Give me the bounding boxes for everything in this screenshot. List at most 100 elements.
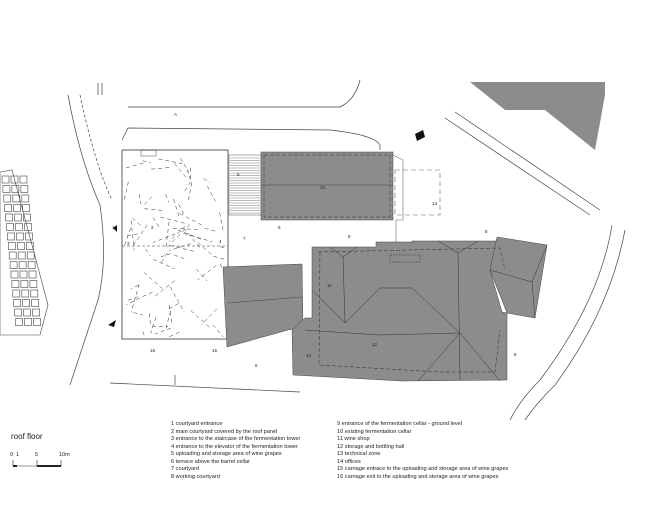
legend-item: 14 offices bbox=[337, 458, 361, 465]
plan-label: 2 bbox=[151, 225, 154, 230]
roof-panel-stroke bbox=[168, 243, 191, 251]
legend-item: 8 working courtyard bbox=[171, 473, 220, 480]
roof-panel-stroke bbox=[123, 228, 131, 248]
housing-unit bbox=[27, 261, 36, 269]
roof-panel-stroke bbox=[130, 220, 135, 251]
housing-unit bbox=[11, 280, 20, 288]
roof-panel-stroke bbox=[154, 327, 172, 335]
entrance-marker-2 bbox=[108, 320, 116, 327]
housing-unit bbox=[13, 204, 21, 212]
roof-panel-stroke bbox=[125, 296, 139, 302]
housing-unit bbox=[12, 289, 21, 298]
housing-unit bbox=[16, 232, 24, 241]
roof-panel-stroke bbox=[152, 280, 175, 299]
housing-unit bbox=[28, 270, 37, 279]
legend-item: 7 courtyard bbox=[171, 466, 199, 472]
housing-unit bbox=[10, 175, 19, 184]
legend-item: 15 carriage entrace to the uploading and… bbox=[337, 466, 509, 472]
roof-panel-stroke bbox=[144, 208, 166, 211]
roof-panel-stroke bbox=[170, 286, 185, 312]
plan-label: 6 bbox=[255, 363, 258, 368]
housing-unit bbox=[7, 232, 15, 241]
housing-unit bbox=[8, 251, 17, 260]
roof-panel-stroke bbox=[165, 194, 169, 203]
housing-unit bbox=[20, 185, 29, 193]
plan-label: 11 bbox=[327, 283, 332, 288]
housing-unit bbox=[12, 194, 21, 203]
housing-unit bbox=[23, 213, 31, 222]
roof-panel-stroke bbox=[130, 284, 139, 290]
roof-panel-stroke bbox=[171, 224, 191, 243]
legend-item: 12 storage and bottling hall bbox=[337, 443, 405, 450]
housing-unit bbox=[8, 242, 16, 250]
plan-label: 15 bbox=[212, 348, 218, 353]
housing-unit bbox=[32, 308, 40, 317]
housing-unit bbox=[21, 194, 30, 203]
plan-label: 8 bbox=[485, 229, 488, 234]
road-west-edge bbox=[67, 94, 104, 386]
roof-panel-stroke bbox=[145, 248, 151, 257]
roof-panel-stroke bbox=[125, 291, 153, 305]
housing-unit bbox=[26, 251, 35, 260]
roof-panel-stroke bbox=[125, 233, 138, 236]
plan-label: 16 bbox=[150, 348, 156, 353]
roof-panel-stroke bbox=[133, 312, 143, 316]
roof-panel-stroke bbox=[183, 233, 213, 242]
roof-panel-stroke bbox=[132, 217, 144, 228]
roof-panel-stroke bbox=[203, 178, 211, 183]
roof-panel-stroke bbox=[160, 216, 189, 225]
roof-panel-stroke bbox=[180, 158, 189, 172]
fermentation-cellar-roof bbox=[260, 151, 394, 221]
roof-panel-stroke bbox=[150, 317, 157, 334]
roof-panel-stroke bbox=[123, 181, 129, 201]
road-inner-edge bbox=[121, 127, 381, 150]
plan-label: 4 bbox=[219, 239, 222, 244]
road-se-edge-1 bbox=[509, 224, 613, 421]
roof-panel-stroke bbox=[165, 310, 171, 329]
road-west-dashed bbox=[79, 94, 113, 201]
roof-panel-stroke bbox=[207, 185, 216, 202]
housing-unit bbox=[24, 223, 32, 231]
roof-panel-stroke bbox=[204, 227, 217, 232]
housing-unit bbox=[19, 270, 28, 279]
housing-unit bbox=[14, 308, 22, 317]
roof-panel-stroke bbox=[130, 284, 140, 313]
roof-panel-stroke bbox=[152, 217, 160, 228]
housing-unit bbox=[21, 289, 30, 298]
north-arrow-marker bbox=[415, 130, 425, 141]
roof-panel-stroke bbox=[196, 268, 208, 282]
main-complex-roof bbox=[291, 236, 548, 382]
plan-label: 7 bbox=[243, 236, 246, 241]
road-marks bbox=[97, 83, 103, 95]
scale-tick-5: 5 bbox=[35, 452, 39, 458]
housing-unit bbox=[14, 213, 22, 222]
legend-item: 1 courtyard entrance bbox=[171, 421, 223, 427]
housing-unit bbox=[10, 270, 19, 279]
housing-unit bbox=[17, 251, 26, 260]
roof-panel-stroke bbox=[173, 254, 187, 260]
roof-panel-stroke bbox=[152, 233, 176, 243]
roof-panel-stroke bbox=[165, 221, 170, 250]
plan-label: 3 bbox=[127, 241, 130, 246]
housing-unit bbox=[4, 204, 12, 212]
legend-item: 11 wine shop bbox=[337, 436, 370, 442]
legend-item: 6 terrace above the barrel cellar bbox=[171, 458, 250, 465]
roof-panel-stroke bbox=[173, 199, 180, 218]
roof-panel-stroke bbox=[149, 313, 151, 327]
housing-unit bbox=[30, 289, 39, 298]
housing-unit bbox=[22, 299, 31, 307]
housing-unit bbox=[3, 194, 12, 203]
road-se-edge-2 bbox=[524, 229, 626, 421]
roof-panel-stroke bbox=[197, 265, 217, 281]
plan-label: 12 bbox=[372, 342, 378, 347]
roof-panel-stroke bbox=[160, 253, 171, 258]
grape-storage-stairs bbox=[228, 154, 262, 216]
scale-bar-graphic bbox=[12, 460, 62, 467]
road-east-edge-2 bbox=[454, 111, 601, 211]
legend-item: 2 main courtyard covered by the roof pan… bbox=[171, 428, 278, 435]
housing-unit bbox=[11, 185, 20, 193]
legend-item: 9 entrance of the fermentation cellar - … bbox=[337, 421, 462, 427]
plan-label: A bbox=[174, 112, 177, 117]
legend-left: 1 courtyard entrance 2 main courtyard co… bbox=[171, 421, 300, 481]
plan-label: 10 bbox=[320, 185, 326, 190]
